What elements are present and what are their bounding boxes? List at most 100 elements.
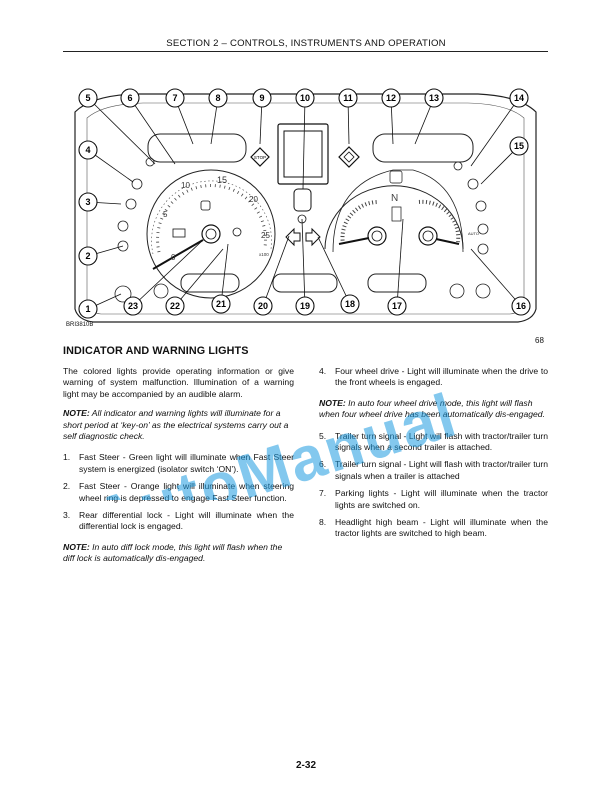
callout-circle (165, 88, 185, 108)
list-item: 4. Four wheel drive - Light will illumina… (319, 366, 548, 389)
item-number: 5. (319, 430, 327, 441)
callout-leader-line (174, 248, 224, 307)
callout-label: 6 (127, 93, 132, 103)
callout-label: 10 (300, 93, 310, 103)
callout-leader-line (132, 239, 204, 307)
note-label: NOTE: (319, 397, 346, 408)
callout-circle (295, 88, 315, 108)
callout-label: 17 (392, 301, 402, 311)
list-item: 2.Fast Steer - Orange light will illumin… (63, 481, 294, 504)
item-text: Fast Steer - Green light will illuminate… (79, 452, 294, 474)
brake-icon (232, 227, 242, 237)
callout-circle (387, 296, 407, 316)
callout-label: 21 (216, 299, 226, 309)
list-item: 7.Parking lights - Light will illuminate… (319, 488, 548, 511)
right-warning-lights (453, 161, 489, 255)
tach-unit: x100 (259, 252, 269, 257)
stop-warning-icon (250, 147, 270, 167)
figure-number: 68 (535, 336, 544, 345)
right-turn-signal-icon (305, 227, 321, 247)
instrument-cluster-figure: STOP 0 5 10 15 20 25 x100 N (74, 88, 537, 323)
callout-leader-line (470, 97, 520, 167)
hazard-warning-icon (338, 146, 360, 168)
note-diff-lock: NOTE: In auto diff lock mode, this light… (63, 542, 294, 565)
callout-circle (208, 88, 228, 108)
tach-scale-10: 10 (181, 181, 190, 190)
callout-circle (381, 88, 401, 108)
item-text: Parking lights - Light will illuminate w… (335, 488, 548, 510)
callout-circle (78, 299, 98, 319)
left-column: The colored lights provide operating inf… (63, 366, 294, 575)
note-4wd: NOTE: In auto four wheel drive mode, thi… (319, 398, 548, 421)
item-number: 2. (63, 481, 71, 492)
battery-icon (172, 228, 186, 238)
callout-circle (252, 88, 272, 108)
item-text: Trailer turn signal - Light will flash w… (335, 459, 548, 481)
callout-circle (123, 296, 143, 316)
list-item: 1.Fast Steer - Green light will illumina… (63, 452, 294, 475)
callout-circle (511, 296, 531, 316)
callout-leader-line (87, 97, 156, 165)
tach-scale-25: 25 (261, 231, 270, 240)
item-number: 6. (319, 459, 327, 470)
callout-leader-line (396, 218, 404, 307)
callout-circle (340, 294, 360, 314)
callout-leader-line (129, 97, 176, 165)
callout-circle (338, 88, 358, 108)
right-gauge-cluster (324, 169, 464, 253)
callout-label: 18 (345, 299, 355, 309)
callout-label: 13 (429, 93, 439, 103)
running-header: SECTION 2 – CONTROLS, INSTRUMENTS AND OP… (166, 38, 446, 49)
callout-label: 7 (172, 93, 177, 103)
intro-paragraph: The colored lights provide operating inf… (63, 366, 294, 399)
callout-circle (424, 88, 444, 108)
item-number: 3. (63, 510, 71, 521)
list-item: 8.Headlight high beam - Light will illum… (319, 517, 548, 540)
item-text: Trailer turn signal - Light will flash w… (335, 430, 548, 453)
callout-label: 1 (85, 304, 90, 314)
note-label: NOTE: (63, 541, 90, 552)
callout-circle (295, 296, 315, 316)
item-number: 4. (319, 366, 327, 376)
callout-circle (211, 294, 231, 314)
note-label: NOTE: (63, 408, 90, 419)
centre-indicator-housing (293, 188, 312, 212)
tach-scale-20: 20 (249, 195, 258, 204)
callout-leader-line (262, 235, 290, 307)
callout-circle (78, 192, 98, 212)
stop-label: STOP (254, 155, 266, 160)
item-text: Rear differential lock - Light will illu… (79, 510, 294, 532)
callout-label: 8 (215, 93, 220, 103)
callout-leader-line (317, 236, 351, 305)
callout-label: 23 (128, 301, 138, 311)
item-text: Four wheel drive - Light will illuminate… (335, 366, 548, 388)
callout-label: 3 (85, 197, 90, 207)
callout-label: 20 (258, 301, 268, 311)
item-number: 8. (319, 517, 327, 528)
callout-label: 12 (386, 93, 396, 103)
note-text: All indicator and warning lights will il… (63, 408, 289, 442)
tachometer (146, 169, 276, 299)
note-text: In auto four wheel drive mode, this ligh… (319, 397, 545, 420)
callout-label: 22 (170, 301, 180, 311)
callout-label: 19 (300, 301, 310, 311)
callout-circle (165, 296, 185, 316)
tach-scale-15: 15 (217, 175, 227, 185)
callout-leader-line (470, 248, 522, 307)
callout-circle (120, 88, 140, 108)
list-item: 3. Rear differential lock - Light will il… (63, 510, 294, 533)
callout-circle (78, 140, 98, 160)
list-item: 5. Trailer turn signal - Light will flash… (319, 431, 548, 454)
callout-label: 14 (514, 93, 524, 103)
callout-label: 5 (85, 93, 90, 103)
tach-scale-5: 5 (163, 210, 168, 219)
section-title: INDICATOR AND WARNING LIGHTS (63, 345, 249, 357)
page-number: 2-32 (295, 760, 316, 771)
callout-label: 9 (259, 93, 264, 103)
callout-circle (509, 88, 529, 108)
callout-circle (509, 136, 529, 156)
callout-label: 15 (514, 141, 524, 151)
left-turn-signal-icon (285, 227, 301, 247)
callout-label: 4 (85, 145, 90, 155)
